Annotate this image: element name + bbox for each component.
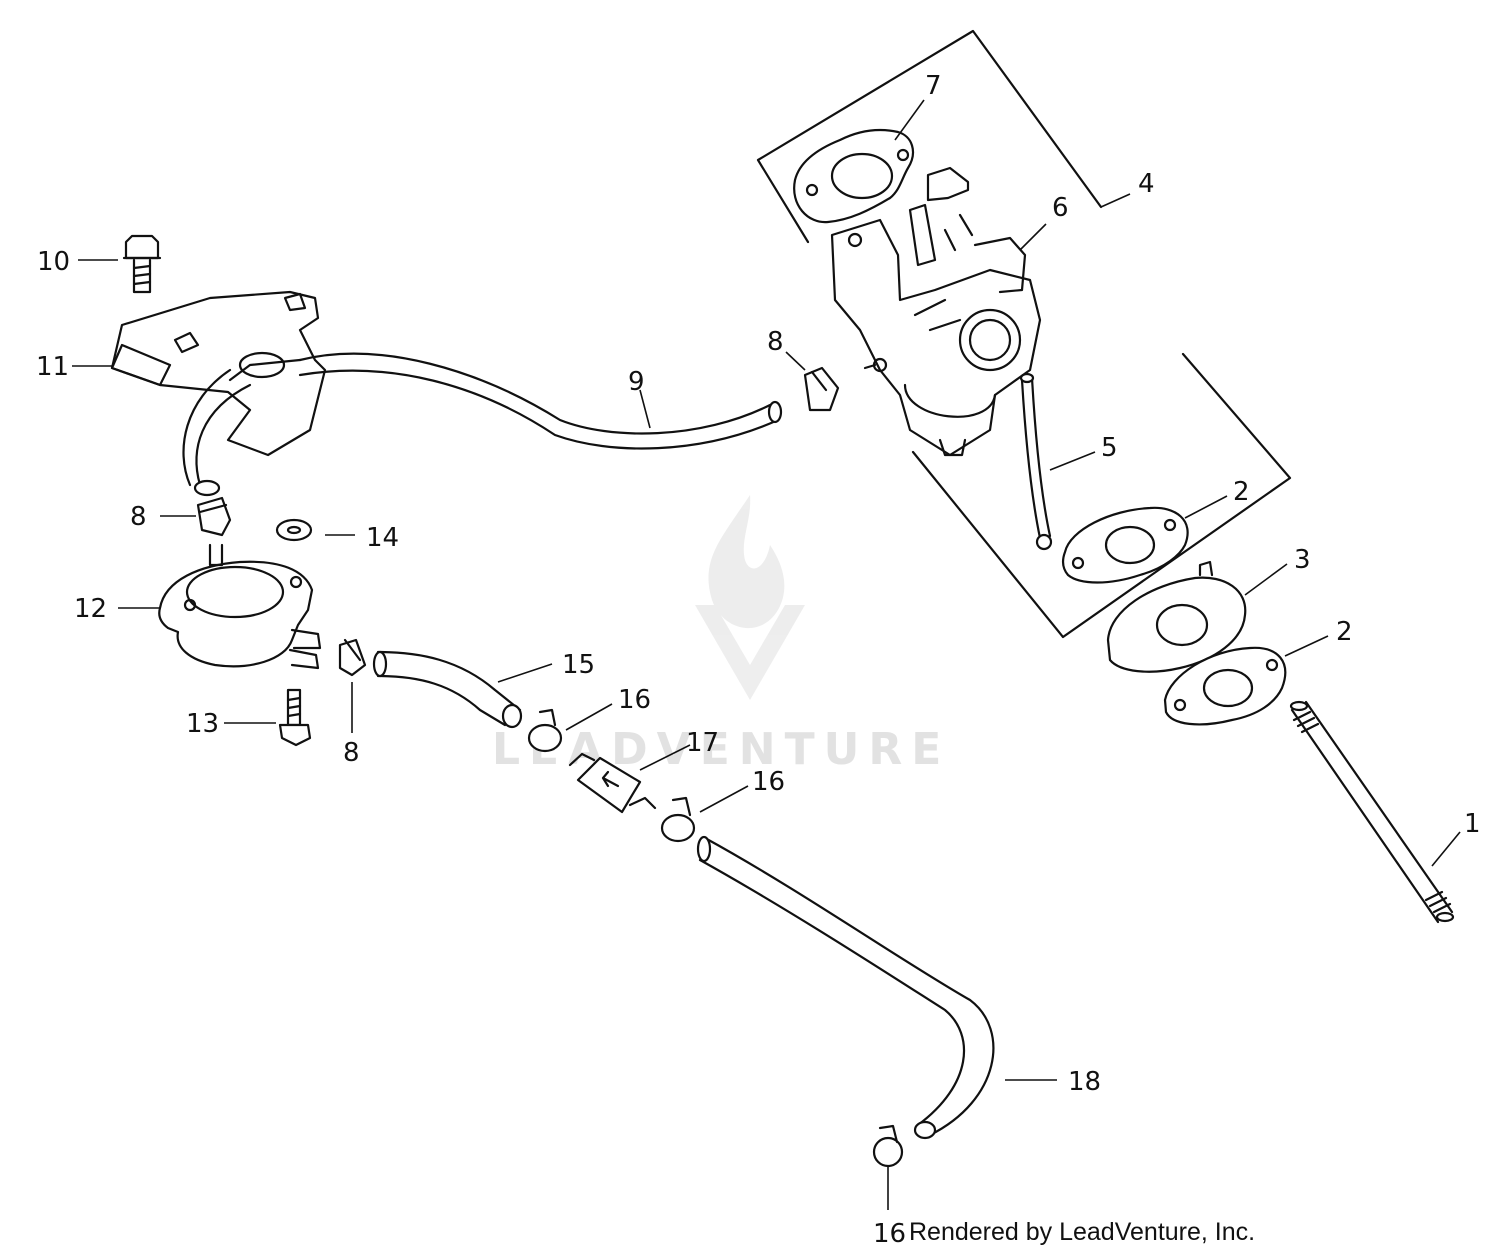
callout-15: 15 bbox=[562, 650, 595, 680]
clamp-16-upper bbox=[527, 708, 563, 753]
fuel-filter-17 bbox=[568, 752, 657, 814]
callout-17: 17 bbox=[686, 728, 719, 758]
callout-18: 18 bbox=[1068, 1067, 1101, 1097]
carburetor-6 bbox=[830, 166, 1042, 457]
callout-8-lower: 8 bbox=[343, 738, 360, 768]
leader-lines bbox=[72, 99, 1461, 1210]
gasket-2-upper bbox=[1061, 506, 1189, 584]
gasket-7 bbox=[793, 129, 915, 224]
clamp-16-middle bbox=[660, 796, 696, 843]
callout-4: 4 bbox=[1138, 169, 1155, 199]
washer-14 bbox=[275, 518, 313, 542]
breather-tube-5 bbox=[1019, 372, 1053, 551]
carburetor-assembly-outline bbox=[756, 29, 1103, 244]
watermark-logo bbox=[695, 495, 805, 700]
fuel-hose-15 bbox=[372, 650, 523, 729]
callout-7: 7 bbox=[925, 71, 942, 101]
clamp-8-lower bbox=[338, 638, 367, 677]
stud-1 bbox=[1289, 700, 1455, 924]
spacer-3 bbox=[1106, 560, 1247, 673]
bracket-11 bbox=[110, 290, 327, 457]
clamp-16-lower bbox=[872, 1124, 904, 1168]
carburetor-assembly-outline-lower bbox=[911, 352, 1292, 639]
callout-2-upper: 2 bbox=[1233, 477, 1250, 507]
rendered-by-credit: Rendered by LeadVenture, Inc. bbox=[909, 1218, 1256, 1246]
callout-9: 9 bbox=[628, 367, 645, 397]
gasket-2-lower bbox=[1163, 646, 1287, 726]
callout-6: 6 bbox=[1052, 193, 1069, 223]
callout-14: 14 bbox=[366, 523, 399, 553]
fuel-hose-9 bbox=[182, 352, 783, 497]
callout-13: 13 bbox=[186, 709, 219, 739]
callout-10: 10 bbox=[37, 247, 70, 277]
callout-11: 11 bbox=[36, 352, 69, 382]
fuel-pump-12 bbox=[158, 543, 322, 670]
callout-8-left: 8 bbox=[130, 502, 147, 532]
callout-16-lower: 16 bbox=[873, 1219, 906, 1249]
callout-16-middle: 16 bbox=[752, 767, 785, 797]
callout-12: 12 bbox=[74, 594, 107, 624]
callout-2-lower: 2 bbox=[1336, 617, 1353, 647]
callout-16-upper: 16 bbox=[618, 685, 651, 715]
bolt-10 bbox=[122, 234, 162, 294]
clamp-8-left bbox=[196, 496, 232, 537]
callout-1: 1 bbox=[1464, 809, 1481, 839]
clamp-8-upper bbox=[803, 366, 840, 412]
callout-5: 5 bbox=[1101, 433, 1118, 463]
callout-3: 3 bbox=[1294, 545, 1311, 575]
screw-13 bbox=[278, 688, 312, 747]
watermark-text: LEADVENTURE bbox=[492, 724, 950, 775]
fuel-hose-18 bbox=[696, 835, 995, 1140]
callout-8-upper: 8 bbox=[767, 327, 784, 357]
